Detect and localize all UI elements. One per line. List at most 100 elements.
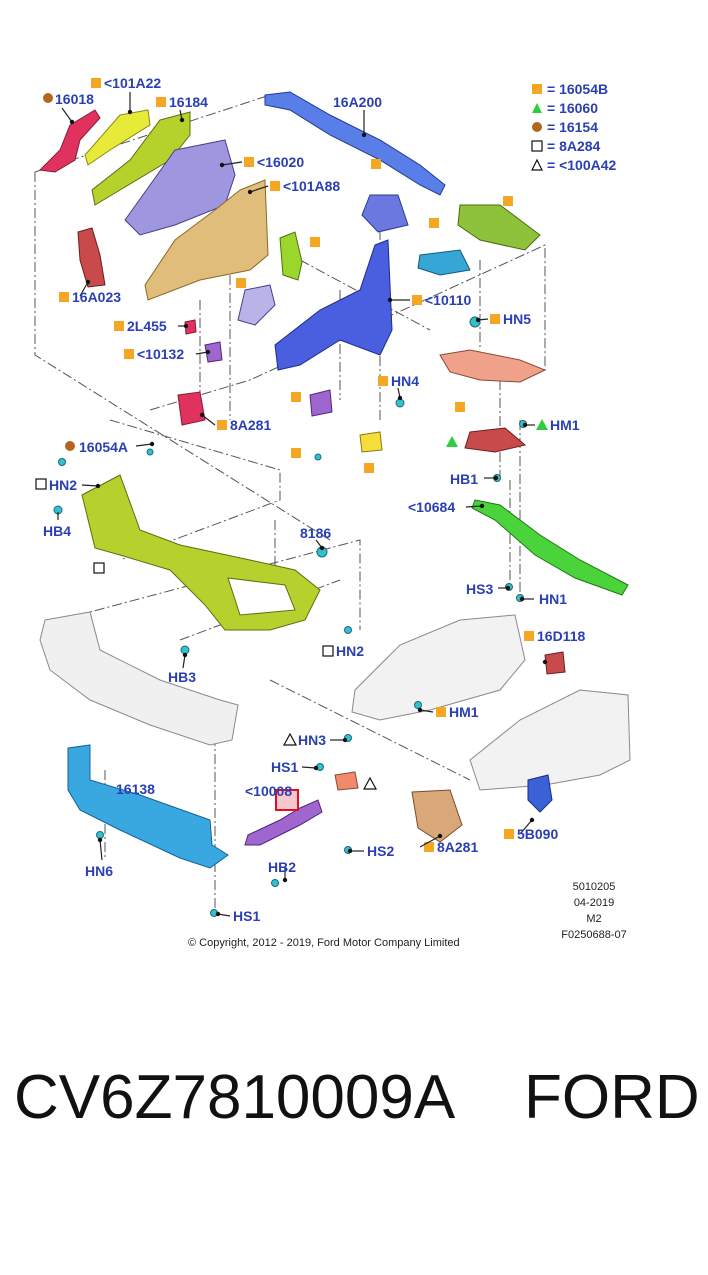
legend-entry-0: = 16054B xyxy=(547,81,608,97)
part-bracket-lavender xyxy=(237,284,276,326)
label-16D118: 16D118 xyxy=(537,628,585,644)
part-101A88 xyxy=(144,179,269,301)
label-HS3: HS3 xyxy=(466,581,493,597)
marker-square-loose-4 xyxy=(310,237,320,247)
part-labels: 16018 <101A22 16184 16A200 <16020 <101A8… xyxy=(43,75,585,924)
label-HN4: HN4 xyxy=(391,373,419,389)
drawing-meta: 5010205 04-2019 M2 F0250688-07 xyxy=(561,881,626,941)
label-16054A: 16054A xyxy=(79,439,128,455)
part-bracket-blue-top xyxy=(361,194,409,233)
marker-outline-bottom-support xyxy=(93,562,105,574)
part-5B090 xyxy=(527,774,553,813)
label-HB1: HB1 xyxy=(450,471,478,487)
part-bracket-orange-small xyxy=(334,771,359,791)
label-HN1: HN1 xyxy=(539,591,567,607)
label-HS2: HS2 xyxy=(367,843,394,859)
legend-entry-3: = 8A284 xyxy=(547,138,601,154)
label-10684: <10684 xyxy=(408,499,455,515)
label-HS1-bottom: HS1 xyxy=(233,908,260,924)
part-bracket-red-hm1 xyxy=(464,427,527,453)
part-bracket-teal xyxy=(417,249,471,276)
part-2L455 xyxy=(184,319,197,335)
marker-square-10110 xyxy=(412,295,422,305)
part-16A023 xyxy=(77,227,106,288)
label-HS1-mid: HS1 xyxy=(271,759,298,775)
marker-square-loose-5 xyxy=(236,278,246,288)
label-8A281-bottom: 8A281 xyxy=(437,839,478,855)
legend-entry-2: = 16154 xyxy=(547,119,598,135)
legend-entry-1: = 16060 xyxy=(547,100,598,116)
label-HN3: HN3 xyxy=(298,732,326,748)
marker-square-loose-1 xyxy=(371,159,381,169)
part-16020 xyxy=(124,139,236,236)
part-101A22 xyxy=(84,109,151,166)
marker-square-16184 xyxy=(156,97,166,107)
legend-circle-brown-icon xyxy=(532,122,542,132)
marker-square-loose-8 xyxy=(291,448,301,458)
legend-entry-4: = <100A42 xyxy=(547,157,616,173)
label-10008: <10008 xyxy=(245,783,292,799)
part-apron-white xyxy=(351,614,526,721)
parts xyxy=(38,91,631,917)
caption-brand: FORD xyxy=(524,1063,700,1132)
marker-square-loose-2 xyxy=(429,218,439,228)
marker-square-loose-6 xyxy=(291,392,301,402)
marker-triangle-HN3 xyxy=(282,732,298,746)
meta-line-4: F0250688-07 xyxy=(561,929,626,941)
exploded-parts-diagram: 16018 <101A22 16184 16A200 <16020 <101A8… xyxy=(34,75,631,949)
label-HN2-mid: HN2 xyxy=(336,643,364,659)
marker-square-loose-3 xyxy=(503,196,513,206)
label-HN5: HN5 xyxy=(503,311,531,327)
label-16A023: 16A023 xyxy=(72,289,121,305)
marker-square-HN5 xyxy=(490,314,500,324)
label-10110: <10110 xyxy=(425,292,472,308)
marker-circle-16018 xyxy=(43,93,53,103)
part-16D118 xyxy=(544,651,566,675)
part-16184 xyxy=(91,111,191,206)
marker-square-16020 xyxy=(244,157,254,167)
marker-square-101A88 xyxy=(270,181,280,191)
legend-square-outline-icon xyxy=(531,140,543,152)
part-8A281-top xyxy=(177,391,206,426)
label-HN2-left: HN2 xyxy=(49,477,77,493)
label-101A22: <101A22 xyxy=(104,75,161,91)
part-16018 xyxy=(38,109,101,173)
copyright-notice: © Copyright, 2012 - 2019, Ford Motor Com… xyxy=(188,937,460,949)
marker-triangle-bracket xyxy=(362,776,378,790)
meta-line-1: 5010205 xyxy=(573,881,616,893)
marker-square-8A281b xyxy=(424,842,434,852)
part-bumper-beam-white xyxy=(39,611,239,746)
part-bracket-purple xyxy=(309,389,333,417)
caption-part-number: CV6Z7810009A xyxy=(14,1063,456,1132)
part-wheelhouse-white xyxy=(469,689,631,791)
part-8A281-bottom xyxy=(411,789,463,843)
label-8186: 8186 xyxy=(300,525,331,541)
label-2L455: 2L455 xyxy=(127,318,167,334)
label-markers xyxy=(35,78,548,852)
marker-square-loose-7 xyxy=(455,402,465,412)
marker-triangle-HM1a xyxy=(536,419,548,430)
legend: = 16054B = 16060 = 16154 = 8A284 = <100A… xyxy=(531,81,616,173)
marker-square-HN4 xyxy=(378,376,388,386)
part-bracket-yellow xyxy=(359,431,383,453)
marker-square-HM1b xyxy=(436,707,446,717)
label-8A281-top: 8A281 xyxy=(230,417,271,433)
marker-square-10132 xyxy=(124,349,134,359)
part-bracket-green-1 xyxy=(279,231,303,281)
marker-outline-HN2b xyxy=(322,645,334,657)
part-10008-highlight xyxy=(275,789,299,811)
marker-square-16D118 xyxy=(524,631,534,641)
part-16138 xyxy=(67,744,229,869)
legend-square-orange-icon xyxy=(532,84,542,94)
label-5B090: 5B090 xyxy=(517,826,558,842)
marker-square-2L455 xyxy=(114,321,124,331)
part-10132 xyxy=(204,341,223,363)
label-HB2: HB2 xyxy=(268,859,296,875)
label-101A88: <101A88 xyxy=(283,178,340,194)
label-pointers xyxy=(57,92,548,917)
label-HM1-top: HM1 xyxy=(550,417,580,433)
label-10132: <10132 xyxy=(137,346,184,362)
part-caption: CV6Z7810009A FORD xyxy=(0,1062,708,1162)
marker-outline-HN2a xyxy=(35,478,47,490)
part-10684 xyxy=(471,499,629,596)
